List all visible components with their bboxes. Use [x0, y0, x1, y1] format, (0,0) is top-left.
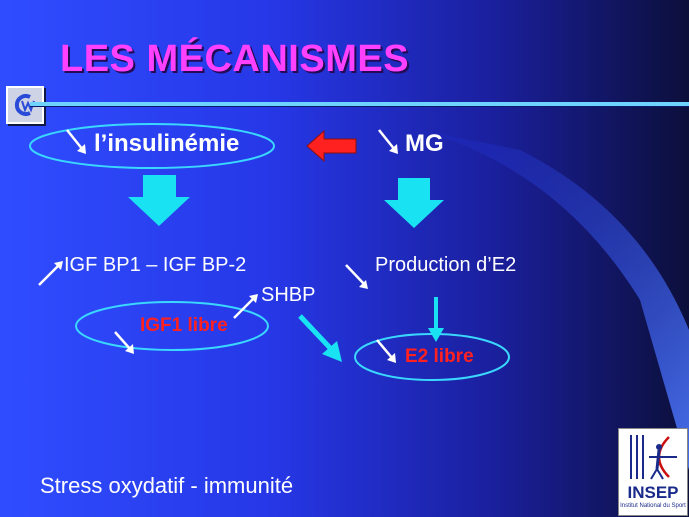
node-insulinemie: l’insulinémie — [94, 130, 240, 157]
down-arrow-left-icon — [128, 175, 190, 226]
node-e2-libre: E2 libre — [405, 346, 474, 367]
increase-arrow-icon — [233, 294, 258, 319]
down-arrow-right-icon — [384, 178, 444, 228]
ellipse-igf1 — [75, 301, 269, 351]
archer-icon — [630, 435, 677, 480]
slide-title: LES MÉCANISMES — [60, 38, 410, 80]
footer-text: Stress oxydatif - immunité — [40, 473, 294, 498]
node-shbp: SHBP — [261, 284, 316, 306]
down-arrow-thin-icon — [428, 297, 444, 342]
decrease-arrow-icon — [378, 129, 398, 154]
node-igf-bp: IGF BP1 – IGF BP-2 — [64, 254, 247, 276]
node-mg: MG — [405, 130, 444, 157]
title-divider — [30, 102, 689, 106]
increase-arrow-icon — [38, 261, 63, 286]
diagonal-arrow-cyan-icon — [298, 314, 342, 362]
decrease-arrow-icon — [345, 264, 368, 289]
insep-logo-subtitle: Institut National du Sport — [620, 503, 686, 509]
node-igf1-libre: IGF1 libre — [140, 315, 228, 336]
insep-logo: INSEP Institut National du Sport — [618, 428, 688, 516]
decrease-arrow-icon — [376, 339, 396, 363]
insep-logo-text: INSEP — [627, 483, 679, 502]
ellipse-insulinemie — [29, 123, 275, 169]
decrease-arrow-icon — [66, 129, 86, 154]
node-production-e2: Production d’E2 — [375, 254, 517, 276]
decrease-arrow-icon — [114, 331, 134, 354]
left-arrow-red-icon — [306, 129, 357, 163]
